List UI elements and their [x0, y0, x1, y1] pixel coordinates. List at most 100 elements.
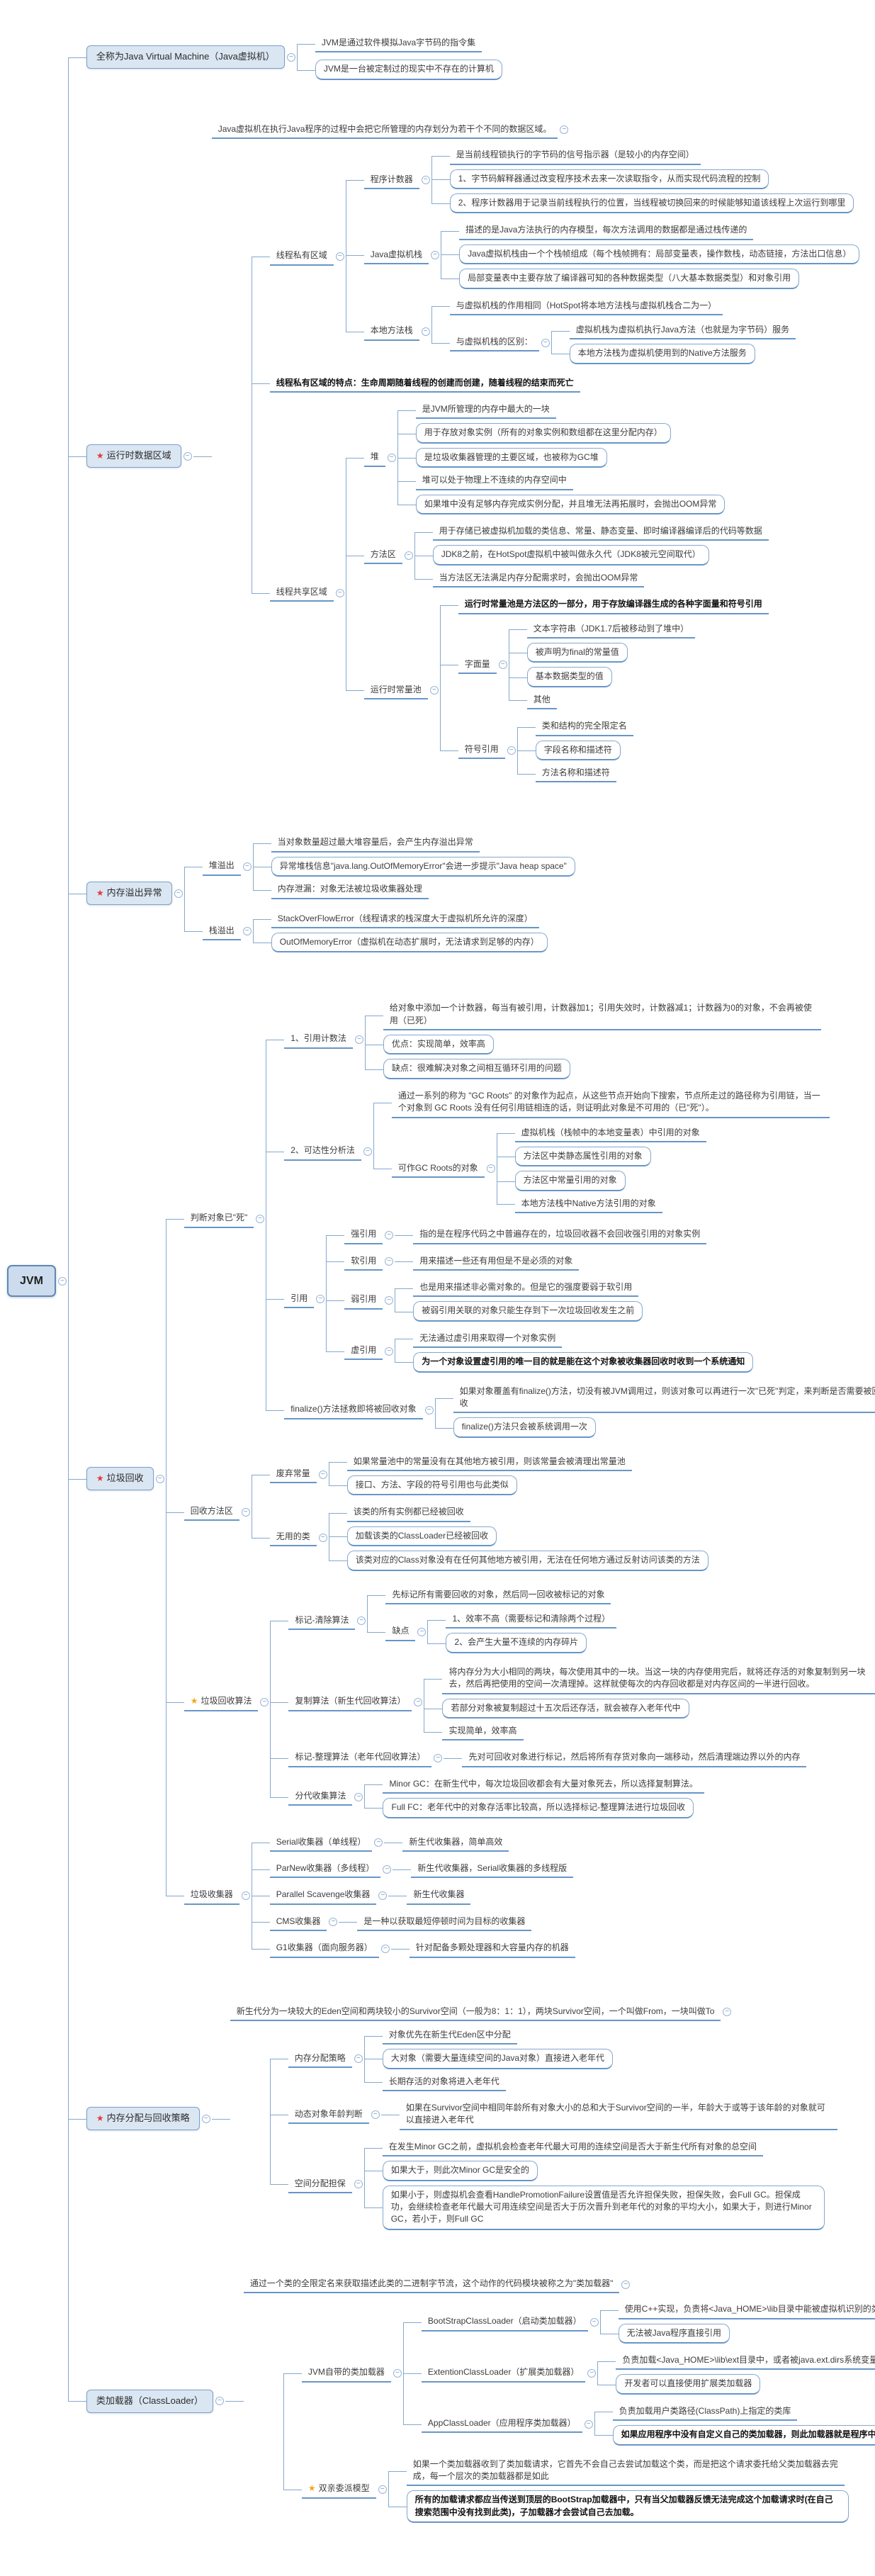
node-label[interactable]: 方法区 [363, 546, 402, 565]
node-label[interactable]: 2、可达性分析法 [284, 1142, 361, 1161]
node-label[interactable]: 程序计数器 [363, 171, 419, 189]
node-label[interactable]: 大对象（需要大量连续空间的Java对象）直接进入老年代 [382, 2049, 614, 2069]
node-label[interactable]: 2、会产生大量不连续的内存碎片 [446, 1633, 587, 1653]
node-label[interactable]: 通过一系列的称为 "GC Roots" 的对象作为起点，从这些节点开始向下搜索，… [391, 1088, 830, 1118]
node-label[interactable]: 内存分配策略 [288, 2050, 352, 2069]
collapse-icon[interactable]: − [242, 862, 252, 871]
topic-classloader[interactable]: 类加载器（ClassLoader） [86, 2390, 213, 2413]
node-label[interactable]: 如果大于，则此次Minor GC是安全的 [382, 2161, 538, 2181]
node-label[interactable]: Minor GC：在新生代中，每次垃圾回收都会有大量对象死去，所以选择复制算法。 [383, 1776, 704, 1794]
node-label[interactable]: 针对配备多颗处理器和大容量内存的机器 [409, 1940, 575, 1958]
node-label[interactable]: CMS收集器 [269, 1913, 327, 1932]
node-label[interactable]: 空间分配担保 [288, 2176, 352, 2194]
collapse-icon[interactable]: − [201, 2114, 210, 2123]
node-label[interactable]: 用于存储已被虚拟机加载的类信息、常量、静态变量、即时编译器编译后的代码等数据 [432, 523, 769, 541]
node-label[interactable]: 垃圾收集器 [184, 1886, 239, 1905]
node-label[interactable]: ParNew收集器（多线程） [269, 1860, 381, 1879]
node-label[interactable]: Java虚拟机在执行Java程序的过程中会把它所管理的内存划分为若干个不同的数据… [211, 121, 558, 140]
node-label[interactable]: 当方法区无法满足内存分配需求时，会抛出OOM异常 [432, 570, 645, 588]
node-label[interactable]: 软引用 [344, 1253, 383, 1271]
collapse-icon[interactable]: − [215, 2397, 224, 2406]
node-label[interactable]: 线程共享区域 [269, 584, 334, 602]
collapse-icon[interactable]: − [378, 2485, 387, 2494]
collapse-icon[interactable]: − [241, 1891, 250, 1901]
node-label[interactable]: ExtentionClassLoader（扩展类加载器） [421, 2364, 586, 2383]
node-label[interactable]: finalize()方法只会被系统调用一次 [453, 1417, 596, 1438]
node-label[interactable]: 1、效率不高（需要标记和清除两个过程） [446, 1611, 617, 1629]
node-label[interactable]: 分代收集算法 [288, 1788, 353, 1806]
collapse-icon[interactable]: − [371, 2110, 380, 2120]
node-label[interactable]: JDK8之前，在HotSpot虚拟机中被叫做永久代（JDK8被元空间取代） [432, 545, 709, 566]
collapse-icon[interactable]: − [318, 1470, 327, 1479]
collapse-icon[interactable]: − [57, 1276, 67, 1286]
node-label[interactable]: BootStrapClassLoader（启动类加载器） [421, 2313, 588, 2332]
collapse-icon[interactable]: − [387, 454, 396, 463]
node-label[interactable]: 如果堆中没有足够内存完成实例分配，并且堆无法再拓展时，会抛出OOM异常 [415, 494, 726, 515]
node-label[interactable]: 新生代分为一块较大的Eden空间和两块较小的Survivor空间（一般为8：1：… [230, 2003, 721, 2021]
collapse-icon[interactable]: − [174, 889, 183, 898]
collapse-icon[interactable]: − [421, 176, 430, 185]
node-label[interactable]: JVM是通过软件模拟Java字节码的指令集 [315, 35, 482, 53]
collapse-icon[interactable]: − [256, 1214, 265, 1223]
node-label[interactable]: 可作GC Roots的对象 [391, 1160, 485, 1179]
node-label[interactable]: 符号引用 [458, 741, 505, 760]
collapse-icon[interactable]: − [335, 588, 344, 597]
collapse-icon[interactable]: − [286, 52, 295, 62]
node-label[interactable]: 强引用 [344, 1226, 383, 1244]
collapse-icon[interactable]: − [541, 338, 550, 347]
node-label[interactable]: 虚拟机栈（栈帧中的本地变量表）中引用的对象 [514, 1125, 706, 1143]
collapse-icon[interactable]: − [393, 2368, 402, 2378]
node-label[interactable]: 是JVM所管理的内存中最大的一块 [415, 401, 556, 420]
node-label[interactable]: Full FC：老年代中的对象存活率比较高，所以选择标记-整理算法进行垃圾回收 [383, 1798, 694, 1818]
node-label[interactable]: 栈溢出 [202, 923, 241, 941]
node-label[interactable]: 当对象数量超过最大堆容量后，会产生内存溢出异常 [271, 834, 480, 853]
node-label[interactable]: 使用C++实现，负责将<Java_HOME>\lib目录中能被虚拟机识别的类库加… [618, 2301, 875, 2319]
collapse-icon[interactable]: − [587, 2368, 597, 2378]
collapse-icon[interactable]: − [498, 660, 507, 670]
node-label[interactable]: 局部变量表中主要存放了编译器可知的各种数据类型（八大基本数据类型）和对象引用 [459, 269, 800, 289]
node-label[interactable]: 缺点：很难解决对象之间相互循环引用的问题 [383, 1059, 570, 1079]
node-label[interactable]: 本地方法栈 [363, 322, 419, 341]
collapse-icon[interactable]: − [507, 746, 516, 755]
collapse-icon[interactable]: − [385, 1230, 394, 1239]
node-label[interactable]: 是垃圾收集器管理的主要区域，也被称为GC堆 [415, 447, 607, 468]
collapse-icon[interactable]: − [357, 1616, 366, 1626]
topic-oom-exception[interactable]: ★内存溢出异常 [86, 882, 172, 906]
node-label[interactable]: JVM自带的类加载器 [301, 2364, 391, 2383]
collapse-icon[interactable]: − [486, 1164, 495, 1174]
collapse-icon[interactable]: − [380, 1944, 390, 1953]
collapse-icon[interactable]: − [354, 1792, 363, 1801]
node-label[interactable]: 运行时常量池是方法区的一部分，用于存放编译器生成的各种字面量和符号引用 [458, 596, 769, 614]
node-label[interactable]: StackOverFlowError（线程请求的栈深度大于虚拟机所允许的深度） [271, 911, 539, 928]
node-label[interactable]: 如果应用程序中没有自定义自己的类加载器，则此加载器就是程序中默认的类加载器 [612, 2425, 875, 2446]
collapse-icon[interactable]: − [242, 927, 252, 936]
node-label[interactable]: 线程私有区域的特点：生命周期随着线程的创建而创建，随着线程的结束而死亡 [269, 375, 580, 393]
node-label[interactable]: 1、字节码解释器通过改变程序技术去来一次读取指令，从而实现代码流程的控制 [449, 169, 769, 189]
node-label[interactable]: 是当前线程锁执行的字节码的信号指示器（是较小的内存空间） [449, 147, 701, 165]
root-node-jvm[interactable]: JVM [7, 1264, 56, 1298]
collapse-icon[interactable]: − [383, 1864, 392, 1874]
node-label[interactable]: 用来描述一些还有用但是不是必须的对象 [413, 1253, 580, 1271]
node-label[interactable]: 堆溢出 [202, 857, 241, 876]
collapse-icon[interactable]: − [424, 1406, 434, 1415]
node-label[interactable]: 指的是在程序代码之中普遍存在的，垃圾回收器不会回收强引用的对象实例 [413, 1226, 707, 1244]
node-label[interactable]: 优点：实现简单，效率高 [383, 1035, 494, 1055]
node-label[interactable]: 缺点 [385, 1623, 416, 1641]
node-label[interactable]: 方法名称和描述符 [535, 765, 616, 783]
node-label[interactable]: 该类的所有实例都已经被回收 [346, 1504, 470, 1522]
collapse-icon[interactable]: − [329, 1918, 338, 1927]
node-label[interactable]: 加载该类的ClassLoader已经被回收 [346, 1526, 497, 1547]
node-label[interactable]: 基本数据类型的值 [526, 667, 612, 687]
node-label[interactable]: 如果一个类加载器收到了类加载请求，它首先不会自己去尝试加载这个类，而是把这个请求… [406, 2456, 845, 2487]
collapse-icon[interactable]: − [434, 1754, 443, 1763]
node-label[interactable]: 用于存放对象实例（所有的对象实例和数组都在这里分配内存） [415, 423, 671, 444]
node-label[interactable]: 为一个对象设置虚引用的唯一目的就是能在这个对象被收集器回收时收到一个系统通知 [413, 1352, 754, 1373]
collapse-icon[interactable]: − [260, 1698, 269, 1707]
node-label[interactable]: Java虚拟机栈 [363, 247, 429, 265]
node-label[interactable]: 字面量 [458, 656, 497, 675]
collapse-icon[interactable]: − [385, 1346, 394, 1356]
collapse-icon[interactable]: − [429, 686, 439, 695]
topic-runtime-data-area[interactable]: ★运行时数据区域 [86, 444, 181, 468]
node-label[interactable]: 堆 [363, 449, 385, 467]
node-label[interactable]: 负责加载<Java_HOME>\lib\ext目录中，或者被java.ext.d… [616, 2352, 875, 2370]
